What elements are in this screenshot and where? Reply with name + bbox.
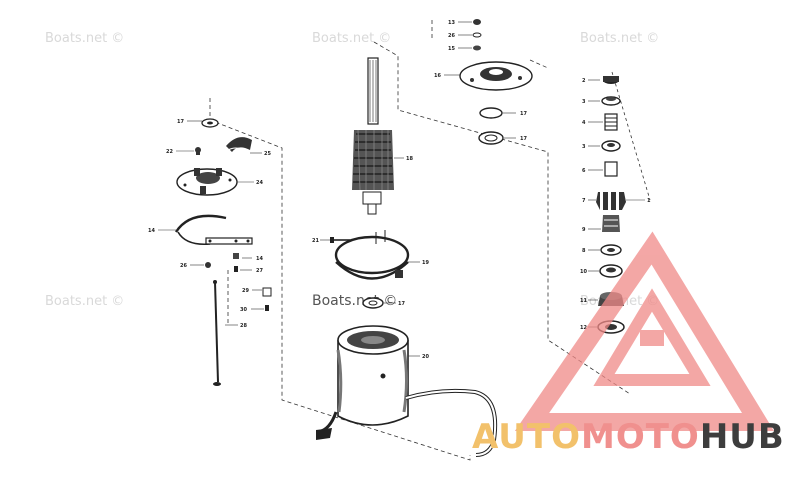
brand-hub: HUB — [700, 417, 785, 457]
top-center-leaders — [444, 21, 516, 139]
callout-7: 7 — [582, 198, 586, 204]
brand-auto: AUTO — [472, 417, 581, 457]
callout-3b: 3 — [582, 144, 586, 150]
callout-18: 18 — [406, 156, 413, 162]
top-center-numbers: 13 26 15 16 17 17 — [434, 20, 527, 142]
drive-end-plate-assembly — [459, 19, 533, 145]
callout-28: 28 — [240, 323, 247, 329]
callout-26b: 26 — [180, 263, 187, 269]
callout-16: 16 — [434, 73, 441, 79]
callout-30: 30 — [240, 307, 247, 313]
callout-17c: 17 — [398, 301, 405, 307]
callout-29: 29 — [242, 288, 249, 294]
callout-24: 24 — [256, 180, 263, 186]
right-callout-leaders — [588, 79, 645, 328]
right-callout-numbers: 2 3 4 3 6 7 9 8 10 11 12 1 — [580, 78, 651, 331]
frame-washer: 17 — [362, 297, 405, 309]
callout-26: 26 — [448, 33, 455, 39]
armature — [352, 57, 394, 215]
callout-2: 2 — [582, 78, 586, 84]
callout-15: 15 — [448, 46, 455, 52]
field-frame: 20 — [316, 325, 498, 457]
left-bottom-numbers: 14 14 26 27 29 30 28 — [148, 228, 263, 329]
callout-27: 27 — [256, 268, 263, 274]
watermark-mid-center: Boats.net © — [312, 293, 397, 309]
assembly-dash-lines — [209, 20, 651, 461]
cover-band — [330, 230, 410, 280]
callout-1: 1 — [647, 198, 651, 204]
band-leaders — [320, 239, 420, 263]
callout-17d: 17 — [177, 119, 184, 125]
svg-text:AUTOMOTOHUB: AUTOMOTOHUB — [472, 417, 785, 457]
brush-spring-and-terminal — [174, 214, 272, 386]
callout-4: 4 — [582, 120, 586, 126]
automotohub-wordmark: AUTOMOTOHUB — [472, 417, 785, 457]
callout-22: 22 — [166, 149, 173, 155]
watermark-group: Boats.net © Boats.net © Boats.net © Boat… — [45, 31, 659, 309]
callout-9: 9 — [582, 227, 586, 233]
callout-12: 12 — [580, 325, 587, 331]
callout-14b: 14 — [256, 256, 263, 262]
callout-11: 11 — [580, 298, 587, 304]
commutator-end-plate — [176, 118, 252, 196]
callout-3a: 3 — [582, 99, 586, 105]
callout-6: 6 — [582, 168, 586, 174]
callout-19: 19 — [422, 260, 429, 266]
callout-10: 10 — [580, 269, 587, 275]
callout-17a: 17 — [520, 111, 527, 117]
callout-21: 21 — [312, 238, 319, 244]
callout-25: 25 — [264, 151, 271, 157]
left-top-numbers: 17 22 25 24 — [166, 119, 271, 186]
callout-8: 8 — [582, 248, 586, 254]
watermark-top-center: Boats.net © — [312, 31, 391, 46]
watermark-top-right: Boats.net © — [580, 31, 659, 46]
callout-17b: 17 — [520, 136, 527, 142]
callout-14: 14 — [148, 228, 155, 234]
left-top-leaders — [176, 120, 262, 183]
callout-13: 13 — [448, 20, 455, 26]
left-bottom-leaders — [158, 229, 264, 326]
brand-moto: MOTO — [581, 417, 700, 457]
watermark-top-left: Boats.net © — [45, 31, 124, 46]
automotohub-logo — [514, 231, 775, 431]
watermark-mid-left: Boats.net © — [45, 294, 124, 309]
callout-20: 20 — [422, 354, 429, 360]
